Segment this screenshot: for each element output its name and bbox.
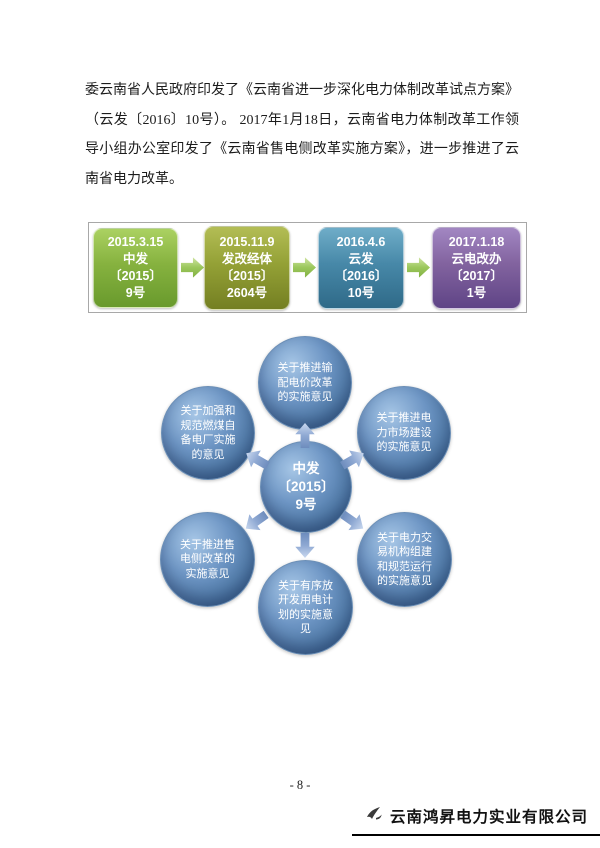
arrow-right-icon <box>181 257 204 278</box>
company-logo-icon <box>364 803 384 828</box>
radial-node-lower-right: 关于电力交 易机构组建 和规范运行 的实施意见 <box>357 512 452 607</box>
radial-node-bottom: 关于有序放 开发用电计 划的实施意 见 <box>258 560 353 655</box>
arrow-right-icon <box>407 257 430 278</box>
company-name: 云南鸿昇电力实业有限公司 <box>389 808 588 826</box>
radial-node-upper-right: 关于推进电 力市场建设 的实施意见 <box>357 386 451 480</box>
radial-node-top: 关于推进输 配电价改革 的实施意见 <box>258 336 352 430</box>
footer: 云南鸿昇电力实业有限公司 <box>364 803 588 828</box>
radial-node-lower-left: 关于推进售 电侧改革的 实施意见 <box>160 512 255 607</box>
radial-center-node: 中发 〔2015〕 9号 <box>260 441 352 533</box>
timeline-box-2015-2604: 2015.11.9 发改经体 〔2015〕 2604号 <box>204 226 290 310</box>
timeline-diagram: 2015.3.15 中发 〔2015〕 9号 2015.11.9 发改经体 〔2… <box>88 222 527 313</box>
body-paragraph: 委云南省人民政府印发了《云南省进一步深化电力体制改革试点方案》（云发〔2016〕… <box>85 83 519 187</box>
timeline-box-2016-10: 2016.4.6 云发 〔2016〕 10号 <box>318 227 404 309</box>
footer-divider <box>352 834 600 836</box>
page-number: - 8 - <box>289 778 311 792</box>
timeline-box-2015-9: 2015.3.15 中发 〔2015〕 9号 <box>93 228 178 308</box>
timeline-box-2017-1: 2017.1.18 云电改办 〔2017〕 1号 <box>432 227 521 309</box>
arrow-down-icon <box>294 533 316 558</box>
arrow-right-icon <box>293 257 316 278</box>
radial-node-upper-left: 关于加强和 规范燃煤自 备电厂实施 的意见 <box>161 386 255 480</box>
